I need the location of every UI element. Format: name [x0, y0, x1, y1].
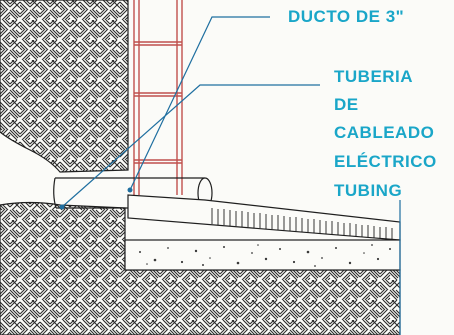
leader-ducto [129, 16, 270, 191]
label-tuberia-line-1: TUBERIA [334, 67, 414, 86]
label-ducto: DUCTO DE 3" [288, 7, 405, 26]
leader-tuberia [61, 84, 320, 208]
label-tuberia-line-2: DE [334, 95, 359, 114]
leader-dots [59, 187, 133, 210]
earth-upper-left [0, 0, 129, 173]
label-tuberia-line-4: ELÉCTRICO [334, 152, 437, 171]
label-tuberia-line-3: CABLEADO [334, 123, 435, 142]
leader-lines [61, 16, 401, 335]
floor-slab [127, 194, 401, 241]
label-tuberia-line-5: TUBING [334, 181, 403, 200]
concrete-base [124, 239, 401, 271]
